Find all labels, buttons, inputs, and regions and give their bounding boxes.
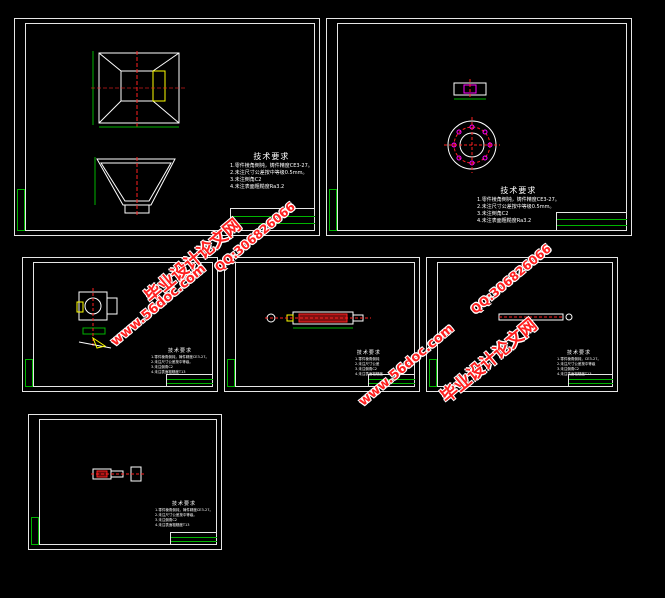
- drawing-sheet-1[interactable]: 技术要求 1.零件棱角倒钝，铸件精度CE3-27。 2.未注尺寸公差按中等级0.…: [14, 18, 320, 236]
- notes-title: 技术要求: [566, 350, 591, 356]
- title-block: [166, 374, 213, 387]
- drawing-sheet-5[interactable]: 技术要求 1.零件棱角倒钝，CE3-27。 2.未注尺寸公差按中等级 3.未注倒…: [426, 257, 618, 392]
- note-line: 4.未注表面粗糙度Ra3.2: [477, 218, 532, 224]
- title-block: [368, 374, 415, 387]
- sheet-frame: [33, 262, 213, 387]
- notes-title: 技术要求: [253, 152, 290, 161]
- technical-notes: 技术要求 1.零件棱角倒钝，铸件精度CE3-27。 2.未注尺寸公差按中等级0.…: [230, 151, 313, 191]
- hopper-top-view: [91, 51, 187, 128]
- technical-notes: 技术要求 1.零件棱角倒钝，铸件精度CE3-27。 2.未注尺寸公差按中等级0.…: [477, 185, 560, 225]
- sheet-frame: [337, 23, 627, 231]
- sheet-frame: [25, 23, 315, 231]
- note-line: 3.未注倒角C2: [355, 367, 378, 371]
- note-line: 2.未注尺寸公差按中等级。: [155, 513, 197, 517]
- sheet-frame: [235, 262, 415, 387]
- long-shaft-view: [498, 313, 573, 321]
- notes-title: 技术要求: [356, 350, 381, 356]
- technical-notes: 技术要求 1.零件棱角倒钝 2.未注尺寸公差 3.未注倒角C2 4.未注表面粗糙…: [355, 350, 383, 377]
- notes-title: 技术要求: [171, 501, 196, 507]
- note-line: 4.未注表面粗糙度T13: [151, 370, 186, 374]
- side-strip: [17, 189, 25, 231]
- drawing-sheet-2[interactable]: 技术要求 1.零件棱角倒钝，铸件精度CE3-27。 2.未注尺寸公差按中等级0.…: [326, 18, 632, 236]
- note-line: 1.零件棱角倒钝，铸件精度CE3-27。: [155, 508, 213, 512]
- note-line: 3.未注倒角C2: [151, 365, 174, 369]
- technical-notes: 技术要求 1.零件棱角倒钝，铸件精度CE3-27。 2.未注尺寸公差按中等级。 …: [155, 501, 213, 528]
- side-strip: [25, 359, 33, 387]
- note-line: 1.零件棱角倒钝，铸件精度CE3-27。: [477, 197, 560, 203]
- note-line: 3.未注倒角C2: [557, 367, 580, 371]
- title-block: [230, 208, 315, 231]
- drawing-sheet-4[interactable]: 技术要求 1.零件棱角倒钝 2.未注尺寸公差 3.未注倒角C2 4.未注表面粗糙…: [224, 257, 420, 392]
- title-block: [170, 532, 217, 545]
- note-line: 2.未注尺寸公差按中等级: [557, 362, 596, 366]
- drawing-sheet-3[interactable]: 技术要求 1.零件棱角倒钝，铸件精度CE3-27。 2.未注尺寸公差按中等级。 …: [22, 257, 218, 392]
- note-line: 4.未注表面粗糙度Ra3.2: [230, 184, 285, 190]
- title-block: [556, 212, 627, 231]
- flange-side-view: [453, 79, 487, 100]
- shaft-view: [265, 311, 371, 329]
- title-block: [568, 374, 613, 387]
- notes-title: 技术要求: [167, 348, 192, 354]
- note-line: 1.零件棱角倒钝，铸件精度CE3-27。: [230, 163, 313, 169]
- side-strip: [329, 189, 337, 231]
- note-line: 2.未注尺寸公差按中等级0.5mm。: [477, 204, 555, 210]
- side-strip: [31, 517, 39, 545]
- note-line: 3.未注倒角C2: [477, 211, 509, 217]
- notes-title: 技术要求: [500, 186, 537, 195]
- note-line: 1.零件棱角倒钝，铸件精度CE3-27。: [151, 355, 209, 359]
- sheet-frame: [437, 262, 613, 387]
- note-line: 1.零件棱角倒钝，CE3-27。: [557, 357, 601, 361]
- drawing-sheet-6[interactable]: 技术要求 1.零件棱角倒钝，铸件精度CE3-27。 2.未注尺寸公差按中等级。 …: [28, 414, 222, 550]
- motor-assembly-view: [76, 288, 118, 349]
- side-strip: [227, 359, 235, 387]
- flange-front-view: [444, 117, 500, 173]
- note-line: 4.未注表面粗糙度T13: [155, 523, 190, 527]
- note-line: 3.未注倒角C2: [230, 177, 262, 183]
- note-line: 3.未注倒角C2: [155, 518, 178, 522]
- technical-notes: 技术要求 1.零件棱角倒钝，铸件精度CE3-27。 2.未注尺寸公差按中等级。 …: [151, 348, 209, 375]
- small-part-view: [91, 466, 145, 482]
- technical-notes: 技术要求 1.零件棱角倒钝，CE3-27。 2.未注尺寸公差按中等级 3.未注倒…: [557, 350, 601, 377]
- note-line: 2.未注尺寸公差: [355, 362, 380, 366]
- sheet-frame: [39, 419, 217, 545]
- note-line: 2.未注尺寸公差按中等级。: [151, 360, 193, 364]
- side-strip: [429, 359, 437, 387]
- note-line: 2.未注尺寸公差按中等级0.5mm。: [230, 170, 308, 176]
- note-line: 1.零件棱角倒钝: [355, 357, 380, 361]
- hopper-front-view: [94, 157, 176, 215]
